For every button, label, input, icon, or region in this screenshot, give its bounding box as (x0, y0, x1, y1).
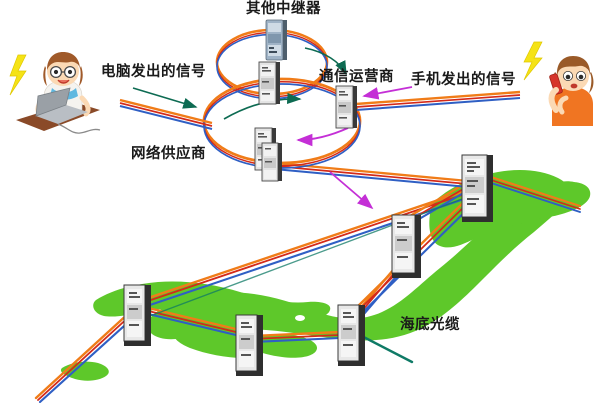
arrow-to-map (329, 171, 374, 210)
label-telecom-operator: 通信运营商 (319, 69, 394, 85)
japan-archipelago (60, 170, 591, 381)
laptop-base (36, 105, 88, 124)
laptop-screen (35, 87, 71, 117)
trunk-blue-line (273, 168, 469, 188)
rack-map-mid[interactable] (235, 314, 263, 376)
lightning-bolt-right-icon (523, 41, 543, 81)
map-west-strip (93, 281, 331, 320)
rack-map-left[interactable] (123, 284, 151, 346)
trunk-red-line (273, 165, 469, 185)
arrow-upper-ring-flow (304, 47, 347, 76)
label-network-provider: 网络供应商 (131, 146, 206, 162)
map-far-southwest-island (60, 361, 109, 381)
hair (47, 52, 80, 70)
person-phone-user (523, 41, 594, 126)
arrow-ring-ccw (296, 127, 349, 147)
hair-right (556, 56, 591, 76)
cable-mid-to-center (250, 330, 342, 344)
person-head (47, 56, 79, 86)
cable-southwest-tail (34, 310, 136, 403)
label-other-repeaters: 其他中继器 (246, 1, 321, 17)
rack-map-far-right[interactable] (461, 154, 493, 222)
person-computer-user (9, 52, 101, 134)
lightning-bolt-left-icon (9, 54, 27, 96)
repeater-panel-bottom (268, 45, 281, 56)
label-computer-signal: 电脑发出的信号 (101, 64, 206, 80)
map-bay (295, 315, 305, 321)
cable-computer-to-provider (119, 98, 213, 130)
arrow-phone-in (362, 86, 413, 100)
mobile-phone-icon (549, 73, 563, 95)
label-phone-signal: 手机发出的信号 (411, 72, 516, 88)
rack-map-center[interactable] (337, 304, 365, 366)
rack-ring-upper[interactable] (258, 61, 280, 105)
cable-phone-to-operator (355, 90, 521, 111)
rack-ring-bottom[interactable] (261, 142, 282, 182)
repeater-top[interactable] (265, 19, 287, 61)
person-head-right (557, 61, 589, 91)
rack-ring-right[interactable] (335, 85, 357, 129)
rack-map-right[interactable] (391, 214, 421, 278)
person-body-right (552, 87, 593, 126)
label-submarine-cable: 海底光缆 (400, 317, 460, 333)
repeater-panel-top (268, 23, 281, 32)
arrow-computer-out (132, 87, 198, 109)
cable-far-right-east (486, 174, 582, 213)
map-inlet (102, 345, 110, 351)
fiber-cable-bundles (34, 161, 582, 403)
laptop-cable (57, 123, 101, 134)
repeater-panel-mid (268, 34, 281, 43)
